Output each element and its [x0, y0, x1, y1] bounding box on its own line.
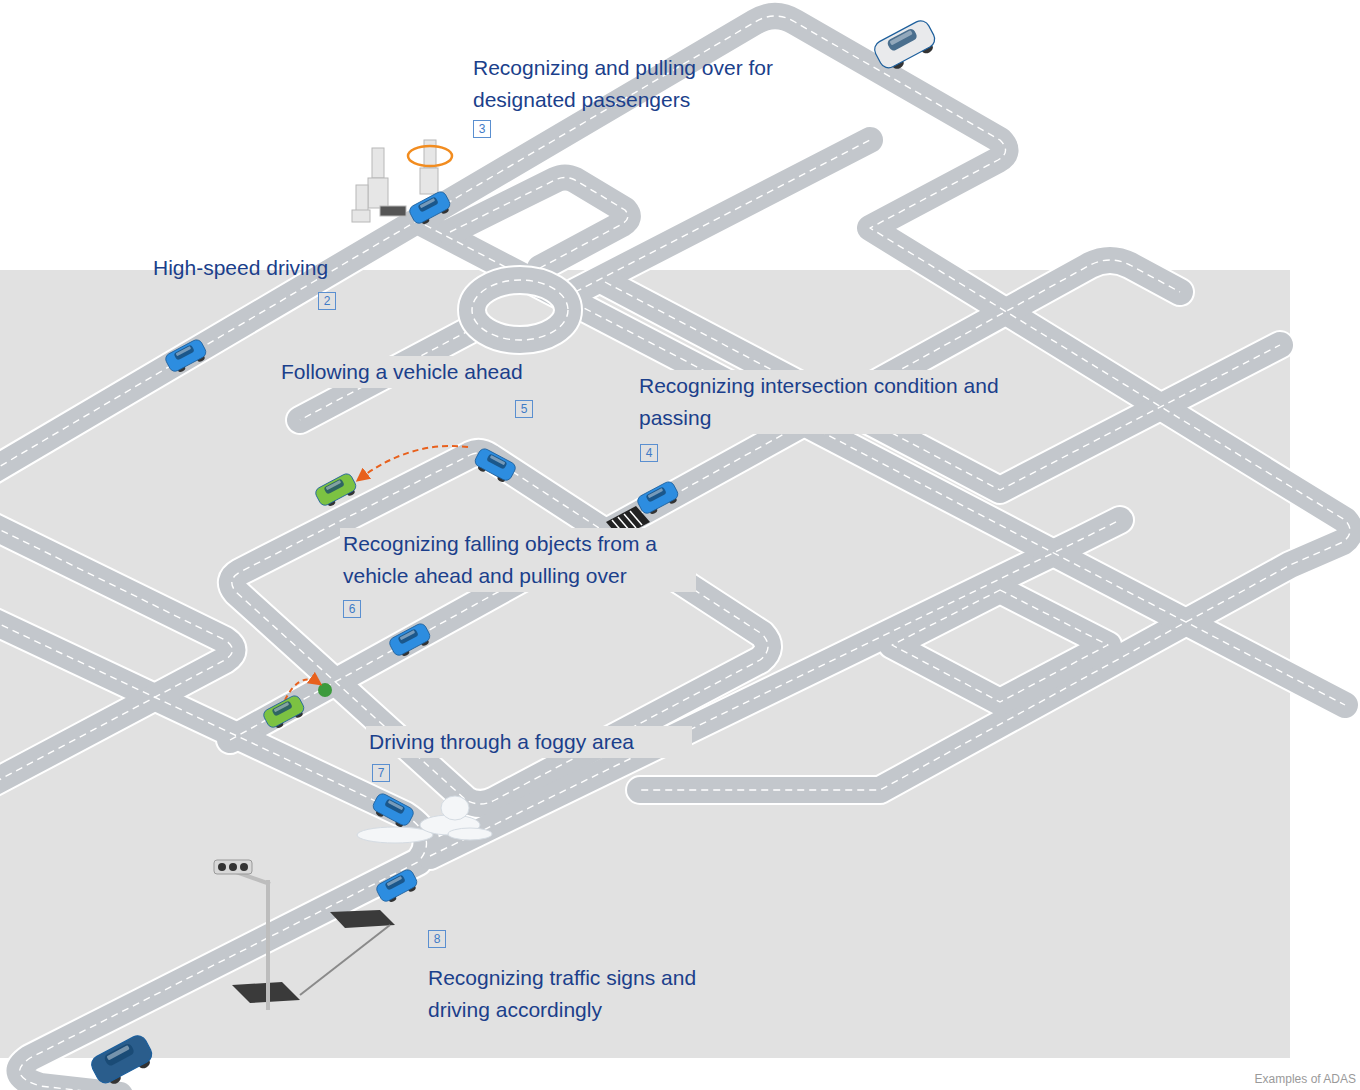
- lane-marking: [575, 140, 870, 292]
- lane-marking: [0, 615, 426, 1090]
- callout-number: 4: [640, 444, 658, 462]
- vehicles: [88, 18, 939, 1090]
- road-edge: [0, 615, 426, 1090]
- overpass: [330, 910, 395, 928]
- scenario-label: Recognizing intersection condition and p…: [636, 370, 1017, 434]
- road: [575, 140, 870, 292]
- lane-marking: [450, 178, 628, 269]
- car: [636, 480, 682, 518]
- road: [892, 590, 1108, 702]
- callout-number: 6: [343, 600, 361, 618]
- traffic-light: [214, 860, 270, 1010]
- road: [605, 282, 1280, 490]
- road: [232, 453, 768, 804]
- callout-number: 2: [318, 292, 336, 310]
- scenario-label: High-speed driving: [150, 252, 376, 284]
- road: [0, 16, 1350, 790]
- car: [375, 868, 421, 906]
- roundabout-edge: [472, 280, 568, 340]
- road: [425, 225, 1345, 705]
- pedestrians: [352, 140, 438, 222]
- car: [88, 1033, 156, 1090]
- follow-arrow: [358, 446, 468, 480]
- scenario-label: Recognizing traffic signs and driving ac…: [425, 962, 741, 1026]
- car: [472, 447, 518, 485]
- road-edge: [232, 453, 768, 804]
- caption: Examples of ADAS: [1255, 1072, 1356, 1086]
- lane-marking: [892, 590, 1108, 702]
- car: [370, 792, 416, 830]
- lane-marking: [472, 280, 568, 340]
- road-edge: [605, 282, 1280, 490]
- scenario-label: Recognizing falling objects from a vehic…: [340, 528, 696, 592]
- lane-marking: [0, 520, 233, 790]
- car: [871, 18, 939, 75]
- road-network: [0, 16, 1350, 1090]
- callout-number: 7: [372, 764, 390, 782]
- scenario-label: Following a vehicle ahead: [278, 356, 574, 388]
- road: [0, 520, 233, 790]
- car: [314, 472, 360, 510]
- car: [408, 190, 454, 228]
- callout-number: 5: [515, 400, 533, 418]
- lane-marking: [0, 16, 1350, 790]
- lane-marking: [425, 225, 1345, 705]
- gantry: [300, 925, 390, 995]
- car: [388, 622, 434, 660]
- car: [164, 338, 210, 376]
- lane-marking: [230, 260, 1180, 740]
- scenario-label: Driving through a foggy area: [366, 726, 692, 758]
- falling-object: [318, 683, 332, 697]
- lane-marking: [605, 282, 1280, 490]
- lane-marking: [232, 453, 768, 804]
- callout-number: 3: [473, 120, 491, 138]
- target-ring: [408, 146, 452, 166]
- callout-number: 8: [428, 930, 446, 948]
- road: [0, 615, 426, 1090]
- car: [262, 694, 308, 732]
- road: [450, 178, 628, 269]
- roundabout: [472, 280, 568, 340]
- road-edge: [0, 16, 1350, 790]
- scenario-label: Recognizing and pulling over for designa…: [470, 52, 821, 116]
